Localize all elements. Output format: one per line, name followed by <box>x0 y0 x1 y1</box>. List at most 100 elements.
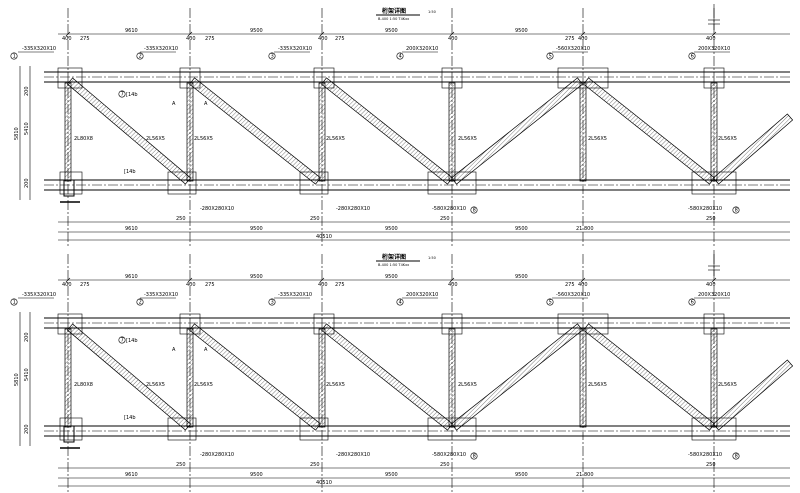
bottom-small-dim: 250 <box>176 462 186 468</box>
member-number-circle <box>546 52 554 60</box>
left-dimension: 5410 <box>24 122 30 135</box>
member-number-circle <box>688 52 696 60</box>
bottom-mid-dim: 21 800 <box>576 472 594 478</box>
top-dimension: 9500 <box>515 274 528 280</box>
node-offset: 400 <box>706 282 716 288</box>
node-offset: 400 <box>448 282 458 288</box>
bottom-gusset-plate <box>299 171 329 195</box>
top-dimension: 9500 <box>250 28 263 34</box>
left-dimension: 200 <box>24 178 30 188</box>
dim-tick <box>319 31 325 37</box>
gusset-dim: 275 <box>205 36 215 42</box>
gusset-dim: 275 <box>335 36 345 42</box>
member-number: 1 <box>13 300 16 306</box>
top-dimension: 9500 <box>385 274 398 280</box>
member-number-circle <box>136 298 144 306</box>
left-total-dimension: 5810 <box>14 373 20 386</box>
section-mark: A <box>204 101 208 107</box>
left-dimension: 200 <box>24 332 30 342</box>
member-number: 7 <box>121 338 124 344</box>
plate-label: -335X320X10 <box>144 46 178 52</box>
vertical-member <box>318 328 326 428</box>
vertical-member <box>579 82 587 182</box>
diagonal-member <box>66 77 192 185</box>
gusset-dim: 275 <box>335 282 345 288</box>
dim-tick <box>187 31 193 37</box>
diagonal-label: 2L56X5 <box>588 382 607 388</box>
diagonal-label: 2L56X5 <box>458 136 477 142</box>
top-dimension: 9500 <box>385 28 398 34</box>
member-number-circle <box>118 90 126 98</box>
bottom-span-dim: 9610 <box>125 472 138 478</box>
bottom-plate-label: -280X280X10 <box>200 206 234 212</box>
member-number: 8 <box>735 454 738 460</box>
overall-dimension: 40510 <box>316 234 332 240</box>
drawing-subnote: B-400 1:50 T4Kxx <box>378 17 409 21</box>
diagonal-label: 2L56X5 <box>194 136 213 142</box>
member-number-circle <box>268 298 276 306</box>
bottom-span-dim: 9500 <box>250 226 263 232</box>
member-number: 8 <box>735 208 738 214</box>
diagonal-label: 2L56X5 <box>326 136 345 142</box>
bottom-span-dim: 9500 <box>385 472 398 478</box>
dim-tick <box>187 277 193 283</box>
bottom-small-dim: 250 <box>176 216 186 222</box>
diagonal-member <box>66 323 192 431</box>
member-number: 8 <box>473 454 476 460</box>
vertical-member <box>186 82 194 182</box>
drawing-subnote: B-400 1:50 T4Kxx <box>378 263 409 267</box>
vertical-member <box>64 82 72 182</box>
plate-label: -335X320X10 <box>278 46 312 52</box>
node-offset: 400 <box>186 282 196 288</box>
member-number-circle <box>10 298 18 306</box>
bottom-span-dim: 9500 <box>250 472 263 478</box>
dim-tick <box>449 277 455 283</box>
bottom-small-dim: 250 <box>706 216 716 222</box>
plate-label: -335X320X10 <box>278 292 312 298</box>
bottom-plate-label: -280X280X10 <box>336 452 370 458</box>
gusset-dim: 275 <box>565 36 575 42</box>
left-dimension: 200 <box>24 424 30 434</box>
member-number-circle <box>396 52 404 60</box>
diagonal-label: 2L56X5 <box>588 136 607 142</box>
left-dimension: 5410 <box>24 368 30 381</box>
member-number: 2 <box>139 54 142 60</box>
member-number-circle <box>118 336 126 344</box>
vertical-member <box>579 328 587 428</box>
left-total-dimension: 5810 <box>14 127 20 140</box>
member-number: 1 <box>13 54 16 60</box>
dim-tick <box>580 277 586 283</box>
vertical-label: 2L80X8 <box>74 382 93 388</box>
member-number-circle <box>268 52 276 60</box>
bottom-plate-label: -580X280X10 <box>688 452 722 458</box>
member-number-circle <box>732 452 740 460</box>
member-number-circle <box>546 298 554 306</box>
drawing-title: 桁架详图 <box>382 7 406 15</box>
bottom-mid-dim: 21 800 <box>576 226 594 232</box>
gusset-dim: 275 <box>565 282 575 288</box>
node-offset: 400 <box>578 282 588 288</box>
node-offset: 400 <box>186 36 196 42</box>
section-mark: A <box>172 101 176 107</box>
dim-tick <box>449 31 455 37</box>
node-offset: 400 <box>62 36 72 42</box>
bottom-plate-label: -580X280X10 <box>432 452 466 458</box>
member-number-circle <box>688 298 696 306</box>
diagonal-label: 2L56X5 <box>146 136 165 142</box>
plate-label: -335X320X10 <box>22 292 56 298</box>
end-support <box>63 425 75 443</box>
member-number: 5 <box>549 54 552 60</box>
vertical-label: 2L80X8 <box>74 136 93 142</box>
top-chord-label: [14b <box>126 92 138 98</box>
bottom-small-dim: 250 <box>310 216 320 222</box>
diagonal-member <box>189 323 321 431</box>
diagonal-label: 2L56X5 <box>326 382 345 388</box>
bottom-span-dim: 9500 <box>515 226 528 232</box>
diagonal-member <box>712 359 794 431</box>
section-mark: A <box>204 347 208 353</box>
gusset-dim: 275 <box>80 36 90 42</box>
member-number: 3 <box>271 300 274 306</box>
